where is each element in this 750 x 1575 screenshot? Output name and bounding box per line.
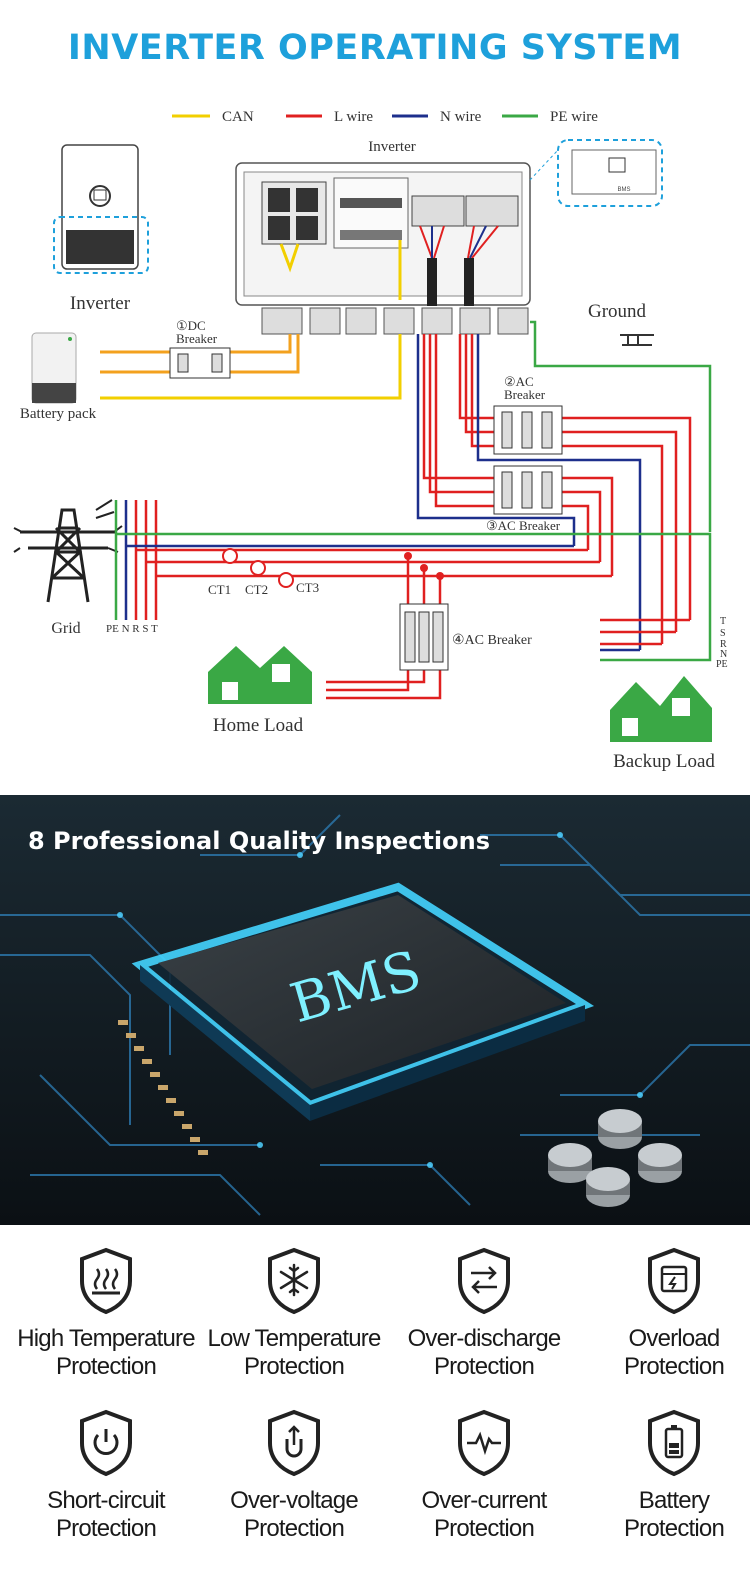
power-icon — [80, 1409, 132, 1477]
ac-breaker-2-number: ②AC — [504, 374, 534, 389]
ct1-label: CT1 — [208, 582, 231, 597]
battery-pack: Battery pack — [20, 332, 97, 422]
heat-icon — [80, 1247, 132, 1315]
dc-breaker-label: Breaker — [176, 331, 218, 346]
ac-breaker-3-label: ③AC Breaker — [486, 518, 561, 533]
battery-icon — [648, 1409, 700, 1477]
dc-breaker-number: ①DC — [176, 318, 206, 333]
wiring-diagram: CAN L wire N wire PE wire Inverter — [13, 109, 728, 772]
grid-tower — [13, 499, 123, 603]
ac-breaker-3: ③AC Breaker — [486, 465, 563, 533]
bus-label-n: N — [720, 649, 727, 660]
grid-phase-labels: PE N R S T — [106, 623, 158, 635]
ground: Ground — [530, 301, 712, 532]
battery-label: Battery pack — [20, 406, 97, 422]
feature-label-line1: Over-discharge — [407, 1325, 562, 1352]
legend-l-label: L wire — [334, 109, 373, 125]
voltage-icon — [268, 1409, 320, 1477]
ground-label: Ground — [588, 301, 647, 322]
dc-circuit: ①DC Breaker — [100, 318, 402, 400]
feature-label-line1: High Temperature — [17, 1325, 195, 1352]
wiring-section: INVERTER OPERATING SYSTEM CAN L wire N w… — [13, 28, 728, 772]
inverter-thumbnail-label: Inverter — [70, 293, 131, 314]
feature-label-line2: Protection — [243, 1353, 345, 1380]
grid-bus — [114, 500, 712, 662]
bus-label-pe: PE — [716, 659, 728, 670]
bms-banner: BMS 8 Professional Quality Inspections — [0, 795, 750, 1225]
feature-label-line1: Over-voltage — [230, 1487, 359, 1514]
feature-label-line2: Protection — [433, 1515, 535, 1542]
bus-label-s: S — [720, 628, 726, 639]
feature-label-line2: Protection — [55, 1353, 157, 1380]
bus-label-r: R — [720, 639, 727, 650]
feature-label-line1: Low Temperature — [207, 1325, 382, 1352]
inverter-thumbnail: Inverter — [53, 144, 149, 314]
bms-callout: BMS — [529, 139, 663, 207]
current-transformers — [222, 548, 294, 588]
legend-can-label: CAN — [222, 109, 254, 125]
backup-bus-labels: T S R N PE — [716, 616, 728, 670]
feature-label-line1: Short-circuit — [47, 1487, 165, 1514]
inverter-main-label: Inverter — [368, 139, 415, 155]
overload-icon — [648, 1247, 700, 1315]
feature-label-line1: Over-current — [421, 1487, 547, 1514]
ac-wiring — [416, 334, 692, 650]
ac-breaker-4: ④AC Breaker — [326, 552, 532, 700]
ct3-label: CT3 — [296, 580, 319, 595]
grid-label: Grid — [51, 620, 80, 637]
inverter-unit: Inverter — [235, 139, 531, 335]
ac-breaker-4-label: ④AC Breaker — [452, 633, 532, 648]
feature-label-line2: Protection — [433, 1353, 535, 1380]
bms-chip — [131, 882, 595, 1121]
inspections-title: 8 Professional Quality Inspections — [28, 827, 490, 855]
ac-breaker-2: ②AC Breaker — [493, 374, 563, 455]
home-load-label: Home Load — [213, 715, 304, 736]
legend: CAN L wire N wire PE wire — [172, 109, 598, 125]
ac-breaker-2-label: Breaker — [504, 387, 546, 402]
feature-label-line2: Protection — [55, 1515, 157, 1542]
pulse-icon — [458, 1409, 510, 1477]
feature-label-line2: Protection — [623, 1353, 725, 1380]
feature-label-line1: Battery — [638, 1487, 710, 1514]
ct2-label: CT2 — [245, 582, 268, 597]
home-load-icon: Home Load — [208, 646, 312, 736]
bus-label-t: T — [720, 616, 726, 627]
legend-n-label: N wire — [440, 109, 482, 125]
legend-pe-label: PE wire — [550, 109, 598, 125]
capacitors — [548, 1109, 682, 1207]
feature-label-line1: Overload — [628, 1325, 721, 1352]
snowflake-icon — [268, 1247, 320, 1315]
backup-load-icon: Backup Load — [610, 676, 715, 772]
circuit-board-art: BMS — [0, 795, 750, 1225]
page-title: INVERTER OPERATING SYSTEM — [67, 28, 683, 68]
over-discharge-icon — [458, 1247, 510, 1315]
feature-label-line2: Protection — [623, 1515, 725, 1542]
feature-label-line2: Protection — [243, 1515, 345, 1542]
backup-load-label: Backup Load — [613, 751, 715, 772]
bms-label: BMS — [617, 187, 630, 193]
